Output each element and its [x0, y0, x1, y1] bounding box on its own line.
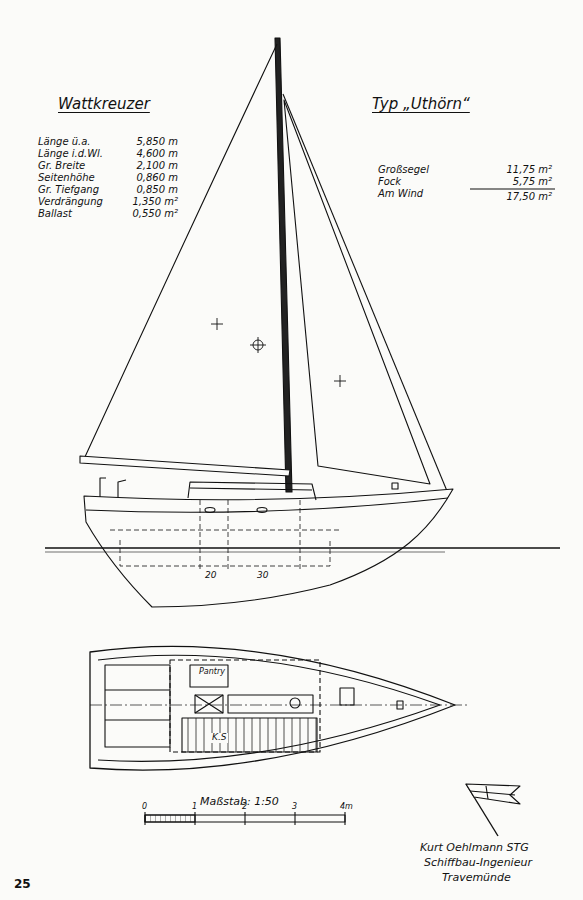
spec-value: 5,850 m — [136, 136, 178, 147]
spec-value: 0,850 m — [136, 184, 178, 195]
spec-value: 2,100 m — [136, 160, 178, 171]
room-label: Pantry — [197, 668, 227, 677]
scale-number: 2 — [242, 803, 247, 812]
drawing-title: Wattkreuzer — [58, 96, 150, 113]
designer-title: Schiffbau-Ingenieur — [424, 857, 532, 869]
designer-name: Kurt Oehlmann STG — [420, 842, 529, 854]
spec-name: Länge ü.a. — [38, 136, 91, 147]
spec-value: 0,860 m — [136, 172, 178, 183]
frame-number: 30 — [255, 571, 270, 581]
scale-number: 3 — [292, 803, 297, 812]
sail-name: Fock — [378, 176, 401, 187]
sail-name: Großsegel — [378, 164, 429, 175]
spec-name: Seitenhöhe — [38, 172, 95, 183]
spec-value: 0,550 m² — [132, 208, 178, 219]
spec-name: Verdrängung — [38, 196, 103, 207]
room-label: K.S — [210, 733, 228, 743]
spec-name: Gr. Breite — [38, 160, 85, 171]
sail-area: 17,50 m² — [506, 191, 552, 202]
scale-number: 4m — [340, 803, 353, 812]
sail-name: Am Wind — [378, 188, 423, 199]
spec-value: 1,350 m² — [132, 196, 178, 207]
spec-value: 4,600 m — [136, 148, 178, 159]
frame-number: 20 — [203, 571, 218, 581]
sail-area: 5,75 m² — [513, 176, 552, 187]
spec-name: Gr. Tiefgang — [38, 184, 99, 195]
scale-caption: Maßstab: 1:50 — [200, 796, 279, 808]
spec-name: Länge i.d.Wl. — [38, 148, 103, 159]
spec-name: Ballast — [38, 208, 72, 219]
type-heading: Typ „Uthörn“ — [372, 96, 470, 113]
page-number: 25 — [14, 878, 31, 891]
designer-place: Travemünde — [442, 872, 511, 884]
scale-number: 1 — [192, 803, 197, 812]
sail-area: 11,75 m² — [506, 164, 552, 175]
scale-number: 0 — [142, 803, 147, 812]
